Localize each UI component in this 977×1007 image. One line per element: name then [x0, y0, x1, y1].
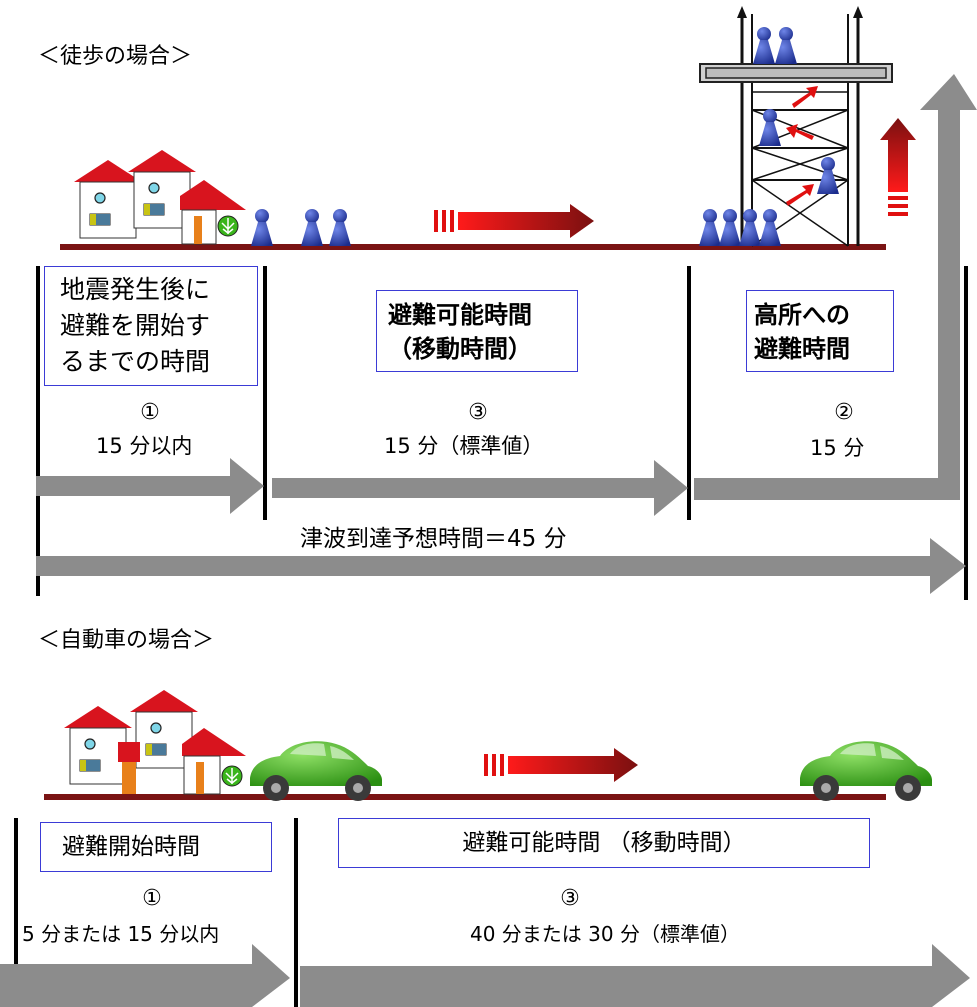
car-icon: [250, 741, 382, 801]
walking-phase2-box: [746, 290, 894, 372]
walking-phase3-box: [376, 290, 578, 372]
total-time-arrow: [36, 538, 966, 594]
house-extension: [180, 180, 246, 245]
person-icon: [775, 27, 797, 64]
car-phase1-box: [40, 822, 272, 872]
walking-phase2-box-label: 高所への 避難時間: [754, 301, 850, 363]
walking-divider: [36, 266, 40, 596]
walking-divider: [964, 266, 968, 600]
car-phase1-duration: 5 分または 15 分以内: [22, 922, 220, 946]
walking-phase3-box-label: 避難可能時間 （移動時間）: [388, 301, 532, 363]
person-icon: [251, 209, 273, 246]
car-ground-line: [44, 794, 886, 800]
person-icon: [719, 209, 741, 246]
person-icon: [753, 27, 775, 64]
motion-arrow-icon: [434, 204, 594, 238]
walking-ground-line: [60, 244, 886, 250]
tree-icon: [221, 765, 243, 787]
car-phase1-number: ①: [142, 886, 162, 911]
house-extension: [118, 728, 246, 795]
phase2-bent-arrow: [694, 74, 977, 500]
walking-phase2-duration: 15 分: [810, 436, 865, 460]
climb-arrow-icon: [786, 86, 818, 206]
walking-phase1-duration: 15 分以内: [96, 434, 193, 458]
car-icon: [800, 741, 932, 801]
walking-phase1-number: ①: [140, 400, 160, 425]
phase1-time-arrow: [36, 458, 264, 514]
car-phase3-time-arrow: [300, 944, 970, 1007]
person-icon: [699, 209, 721, 246]
person-icon: [329, 209, 351, 246]
tree-icon: [217, 215, 239, 237]
car-phase3-duration: 40 分または 30 分（標準値）: [470, 922, 740, 946]
motion-arrow-icon: [484, 748, 638, 782]
car-phase1-time-arrow: [0, 944, 290, 1007]
walking-phase2-number: ②: [834, 400, 854, 425]
car-phase1-box-label: 避難開始時間: [62, 834, 200, 860]
car-phase3-box: [338, 818, 870, 868]
car-phase3-number: ③: [560, 886, 580, 911]
up-arrow-icon: [880, 118, 916, 216]
person-icon: [301, 209, 323, 246]
car-heading: ＜自動車の場合＞: [38, 628, 215, 653]
walking-phase3-number: ③: [468, 400, 488, 425]
phase3-time-arrow: [272, 460, 688, 516]
walking-phase1-box-label: 地震発生後に 避難を開始す るまでの時間: [60, 275, 211, 376]
walking-phase3-duration: 15 分（標準値）: [384, 434, 544, 458]
car-divider: [14, 818, 18, 1007]
total-arrival-time-label: 津波到達予想時間＝45 分: [300, 526, 567, 552]
walking-divider: [263, 266, 267, 520]
walking-phase1-box: [44, 266, 258, 386]
walking-divider: [687, 266, 691, 520]
car-phase3-box-label: 避難可能時間 （移動時間）: [462, 830, 746, 856]
walking-heading: ＜徒歩の場合＞: [38, 44, 193, 69]
car-divider: [294, 818, 298, 1007]
